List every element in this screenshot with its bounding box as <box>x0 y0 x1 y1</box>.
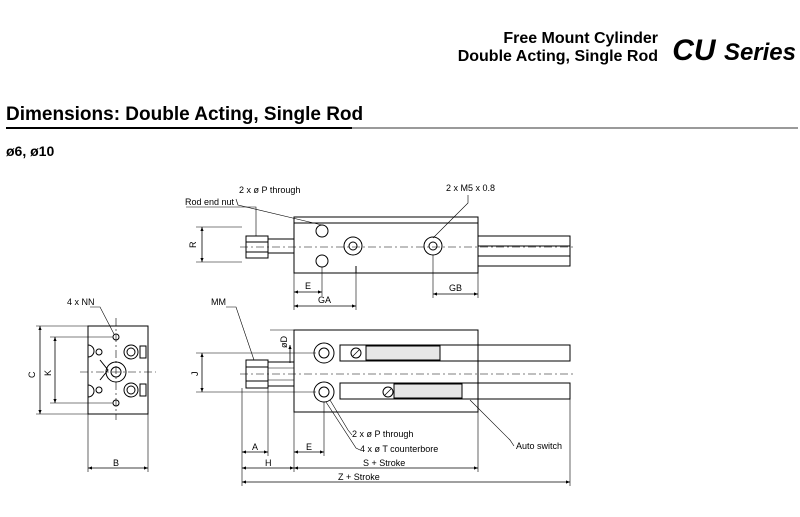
label-gb: GB <box>449 283 462 293</box>
end-body <box>87 325 149 415</box>
top-hole-2 <box>315 254 329 268</box>
end-port-1 <box>123 344 139 360</box>
front-body <box>293 329 479 413</box>
label-t-counterbore: 4 x ø T counterbore <box>360 444 438 454</box>
label-a: A <box>252 442 258 452</box>
label-j: J <box>190 372 200 377</box>
label-h: H <box>265 458 272 468</box>
label-ga: GA <box>318 295 331 305</box>
front-view <box>196 306 576 486</box>
top-port-2 <box>423 236 443 256</box>
end-view <box>36 306 156 472</box>
label-rod-end-nut: Rod end nut <box>185 197 235 207</box>
label-r: R <box>188 241 198 248</box>
section-title: Dimensions: Double Acting, Single Rod <box>6 104 364 125</box>
bore-sizes: ø6, ø10 <box>6 143 55 159</box>
top-port-1 <box>343 236 363 256</box>
section-rule <box>6 127 798 129</box>
front-port-1 <box>313 342 335 364</box>
front-tube-lower <box>339 382 571 400</box>
label-c: C <box>27 371 37 378</box>
label-e-bottom: E <box>306 442 312 452</box>
header-subtitle: Free Mount Cylinder Double Acting, Singl… <box>458 30 658 66</box>
header-line-1: Free Mount Cylinder <box>503 30 658 47</box>
end-port-2 <box>123 382 139 398</box>
label-auto-switch: Auto switch <box>516 441 562 451</box>
front-tube-upper <box>339 344 571 362</box>
top-hole-1 <box>315 224 329 238</box>
label-e-top: E <box>305 281 311 291</box>
label-k: K <box>43 370 53 376</box>
label-b: B <box>113 458 119 468</box>
front-port-2 <box>313 381 335 403</box>
auto-switch-lower <box>393 383 463 399</box>
label-nn: 4 x NN <box>67 297 95 307</box>
auto-switch-upper <box>365 345 441 361</box>
label-m5: 2 x M5 x 0.8 <box>446 183 495 193</box>
label-od: øD <box>279 336 289 348</box>
label-p-through-bottom: 2 x ø P through <box>352 429 413 439</box>
label-s-stroke: S + Stroke <box>363 458 405 468</box>
series-title: CU Series <box>672 34 796 70</box>
label-mm: MM <box>211 297 226 307</box>
header-line-2: Double Acting, Single Rod <box>457 48 658 65</box>
top-tube <box>477 235 571 267</box>
label-z-stroke: Z + Stroke <box>338 472 380 482</box>
label-p-through-top: 2 x ø P through <box>239 185 300 195</box>
series-word: Series <box>723 39 796 66</box>
series-code: CU <box>672 34 716 67</box>
top-view <box>186 195 574 310</box>
top-rod <box>267 238 295 254</box>
